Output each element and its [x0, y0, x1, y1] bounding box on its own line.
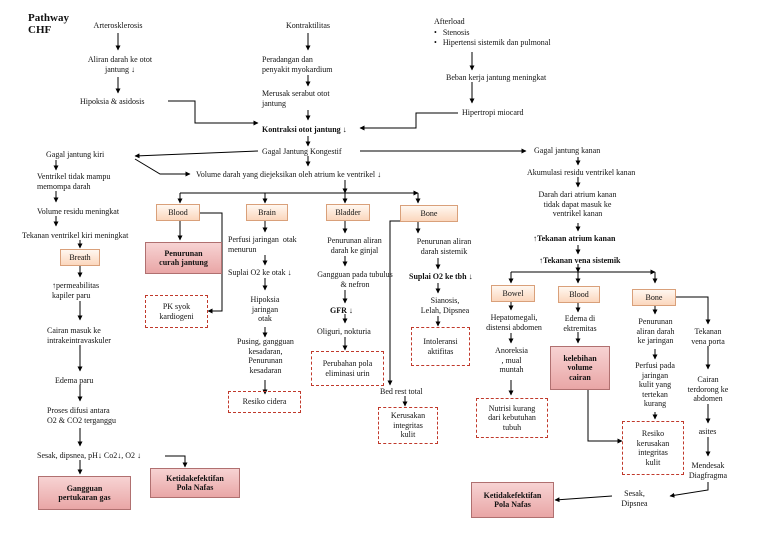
- tekanan-vena-node: ↑Tekanan vena sistemik: [539, 256, 621, 265]
- pk-syok-box: PK syok kardiogeni: [145, 295, 208, 328]
- residu-node: Volume residu meningkat: [37, 207, 120, 216]
- gagal-kiri-node: Gagal jantung kiri: [46, 150, 105, 159]
- gangguan-pertukaran-gas-box: Gangguan pertukaran gas: [38, 476, 131, 510]
- darah-atrium-node: Darah dari atrium kanan tidak dapat masu…: [538, 190, 617, 218]
- kelebihan-volume-cairan-box: kelebihan volume cairan: [550, 346, 610, 390]
- tekanan-node: Tekanan ventrikel kiri meningkat: [22, 231, 129, 240]
- afterload-item: Hipertensi sistemik dan pulmonal: [434, 38, 551, 48]
- right-blood-box: Blood: [558, 286, 600, 303]
- perfusi-kulit-node: Perfusi pada jaringan kulit yang terteka…: [635, 361, 675, 408]
- suplai-otak-node: Suplai O2 ke otak ↓: [228, 268, 292, 277]
- bone-box: Bone: [400, 205, 458, 222]
- ketidakefektifan-pola-nafas-right-box: Ketidakefektifan Pola Nafas: [471, 482, 554, 518]
- hipoksia-otak-node: Hipoksia jaringan otak: [250, 295, 280, 323]
- brain-box: Brain: [246, 204, 288, 221]
- bed-rest-node: Bed rest total: [380, 387, 423, 396]
- akumulasi-node: Akumulasi residu ventrikel kanan: [527, 168, 636, 177]
- penurunan-curah-jantung-box: Penurunan curah jantung: [145, 242, 222, 274]
- peradangan-node: Peradangan dan penyakit myokardium: [262, 55, 333, 74]
- arteriosklerosis-node: Arterosklerosis: [93, 21, 143, 30]
- ventrikel-node: Ventrikel tidak mampu memompa darah: [37, 172, 111, 191]
- sesak-dipsnea-node: Sesak, Dipsnea: [621, 489, 648, 508]
- pusing-node: Pusing, gangguan kesadaran, Penurunan ke…: [237, 337, 294, 375]
- perfusi-otak-node: Perfusi jaringan otak menurun: [228, 235, 297, 254]
- hipertropi-node: Hipertropi miocard: [462, 108, 524, 117]
- beban-node: Beban kerja jantung meningkat: [446, 73, 547, 82]
- nutrisi-kurang-box: Nutrisi kurang dari kebutuhan tubuh: [476, 398, 548, 438]
- mendesak-diafragma-node: Mendesak Diagfragma: [688, 461, 728, 480]
- volume-node: Volume darah yang diejeksikan oleh atriu…: [196, 170, 382, 179]
- bladder-box: Bladder: [326, 204, 370, 221]
- kerusakan-integritas-kulit-box: Kerusakan integritas kulit: [378, 407, 438, 444]
- afterload-title: Afterload: [434, 17, 465, 26]
- merusak-node: Merusak serabut otot jantung: [262, 89, 330, 108]
- kontraktilitas-node: Kontraktilitas: [286, 21, 330, 30]
- permeabilitas-node: ↑permeabilitas kapiler paru: [52, 281, 100, 300]
- hepatomegali-node: Hepatomegali, distensi abdomen: [486, 313, 542, 332]
- bowel-box: Bowel: [491, 285, 535, 302]
- penurunan-aliran-jaringan-node: Penurunan aliran darah ke jaringan: [636, 317, 675, 345]
- penurunan-ginjal-node: Penurunan aliran darah ke ginjal: [327, 236, 382, 255]
- aliran-node: Aliran darah ke otot jantung ↓: [87, 55, 153, 74]
- hipoksia-node: Hipoksia & asidosis: [80, 97, 145, 106]
- tekanan-atrium-node: ↑Tekanan atrium kanan: [533, 234, 616, 243]
- right-bone-box: Bone: [632, 289, 676, 306]
- afterload-item: Stenosis: [434, 28, 551, 38]
- afterload-list: Stenosis Hipertensi sistemik dan pulmona…: [434, 28, 551, 47]
- intoleransi-aktifitas-box: Intoleransi aktifitas: [411, 327, 470, 366]
- gfr-node: GFR ↓: [330, 306, 353, 315]
- suplai-tubuh-node: Suplai O2 ke tbh ↓: [409, 272, 473, 281]
- tekanan-vena-porta-node: Tekanan vena porta: [691, 327, 725, 346]
- perubahan-pola-eliminasi-box: Perubahan pola eliminasi urin: [311, 351, 384, 386]
- gangguan-tubulus-node: Gangguan pada tubulus & nefron: [317, 270, 393, 289]
- anoreksia-node: Anoreksia , mual muntah: [495, 346, 528, 374]
- resiko-cidera-box: Resiko cidera: [228, 391, 301, 413]
- kontraksi-node: Kontraksi otot jantung ↓: [262, 125, 347, 134]
- gjk-node: Gagal Jantung Kongestif: [262, 147, 342, 156]
- asites-node: asites: [698, 427, 717, 436]
- blood-box: Blood: [156, 204, 200, 221]
- sianosis-node: Sianosis, Lelah, Dipsnea: [420, 296, 470, 315]
- sesak-node: Sesak, dipsnea, pH↓ Co2↓, O2 ↓: [37, 451, 141, 460]
- edema-paru-node: Edema paru: [55, 376, 94, 385]
- breath-box: Breath: [60, 249, 100, 266]
- cairan-abdomen-node: Cairan terdorong ke abdomen: [687, 375, 729, 403]
- difusi-node: Proses difusi antara O2 & CO2 terganggu: [47, 406, 116, 425]
- resiko-kerusakan-kulit-box: Resiko kerusakan integritas kulit: [622, 421, 684, 475]
- penurunan-sistemik-node: Penurunan aliran darah sistemik: [416, 237, 472, 256]
- ketidakefektifan-pola-nafas-box: Ketidakefektifan Pola Nafas: [150, 468, 240, 498]
- page-title: Pathway CHF: [28, 12, 69, 36]
- gagal-kanan-node: Gagal jantung kanan: [534, 146, 601, 155]
- edema-ekstremitas-node: Edema di ektremitas: [563, 314, 597, 333]
- cairan-node: Cairan masuk ke intrakeintravaskuler: [47, 326, 111, 345]
- oliguri-node: Oliguri, nokturia: [317, 327, 371, 336]
